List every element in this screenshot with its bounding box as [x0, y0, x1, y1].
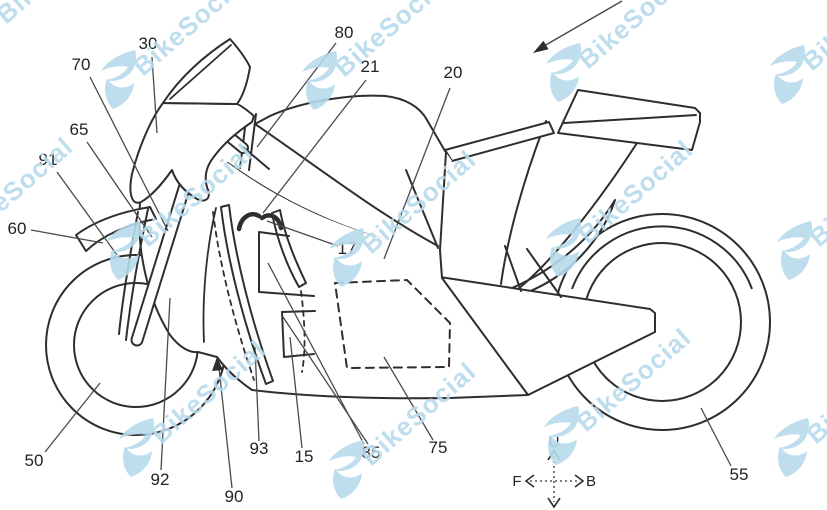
figure-pointer-arrowhead	[533, 41, 549, 53]
axis-label-up: U	[549, 434, 560, 451]
ref-label-70: 70	[72, 55, 91, 74]
ref-label-85: 85	[362, 443, 381, 462]
ref-label-21: 21	[361, 57, 380, 76]
axis-cross-lines	[530, 456, 579, 502]
ref-label-20: 20	[444, 63, 463, 82]
ref-label-92: 92	[151, 470, 170, 489]
watermark: BikeSocial	[0, 0, 117, 57]
watermark: BikeSocial	[774, 334, 827, 477]
watermark: BikeSocial	[770, 0, 827, 104]
ref-label-75: 75	[429, 438, 448, 457]
rear-tire-tread-line	[572, 226, 752, 289]
watermark: BikeSocial	[302, 0, 455, 110]
rear-cowl-edge-rear	[518, 143, 637, 289]
axis-label-back: B	[586, 473, 596, 490]
ref-label-90: 90	[225, 487, 244, 506]
axis-label-front: F	[512, 473, 521, 490]
ref-label-30: 30	[139, 34, 158, 53]
ref-label-93: 93	[250, 439, 269, 458]
watermark: BikeSocial	[777, 137, 827, 280]
axis-arrow-down-icon	[548, 498, 560, 507]
ref-label-50: 50	[25, 451, 44, 470]
ref-label-55: 55	[730, 465, 749, 484]
watermark-text: BikeSocial	[572, 0, 698, 75]
ref-label-80: 80	[335, 23, 354, 42]
watermark-text: BikeSocial	[796, 0, 827, 77]
ref-label-17: 17	[338, 239, 357, 258]
brake-lever	[243, 147, 269, 169]
watermark-text: BikeSocial	[0, 0, 117, 30]
axis-arrow-up-icon	[548, 451, 560, 460]
ref-label-15: 15	[295, 447, 314, 466]
orientation-indicator: U F B	[512, 434, 596, 507]
ref-label-91: 91	[39, 150, 58, 169]
ref-label-60: 60	[8, 219, 27, 238]
fuel-tank-fill	[255, 96, 452, 168]
watermark-text: BikeSocial	[800, 334, 827, 449]
watermark: BikeSocial	[546, 0, 699, 102]
watermark-text: BikeSocial	[803, 137, 827, 252]
ref-label-65: 65	[70, 120, 89, 139]
